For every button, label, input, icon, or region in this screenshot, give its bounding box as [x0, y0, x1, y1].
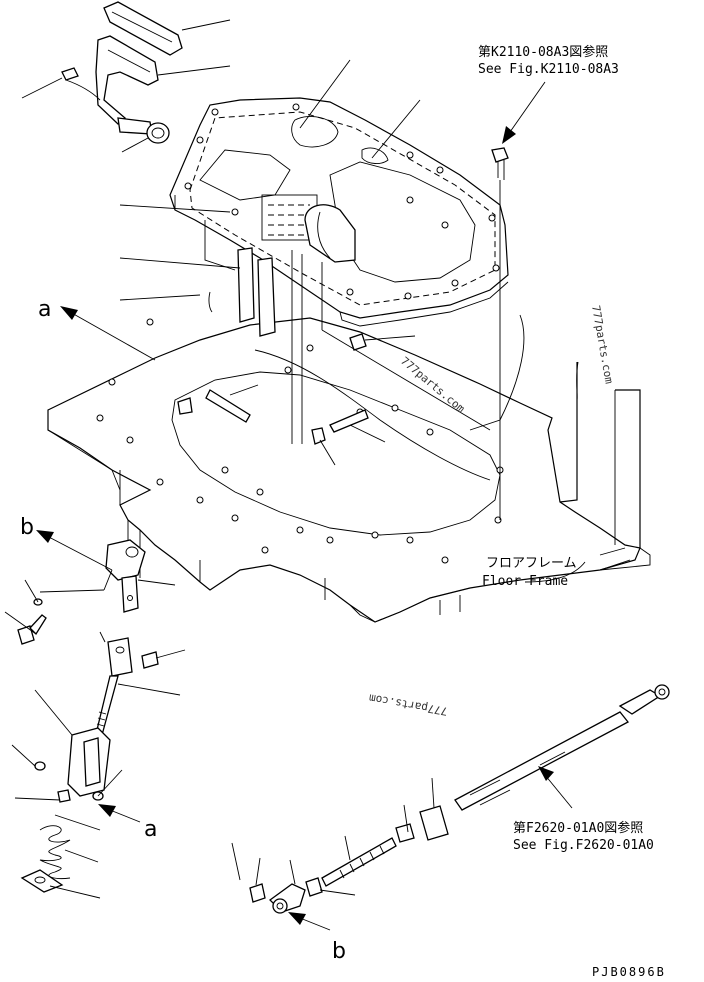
arrow-a-bottom-head — [98, 804, 116, 817]
arrow-ref-f2620-head — [538, 766, 554, 781]
ref-f2620-jp: 第F2620-01A0図参照 — [513, 820, 643, 836]
drawing-code: PJB0896B — [592, 965, 666, 979]
marker-a-bottom: a — [144, 817, 157, 842]
watermark-bottom: 777parts.com — [368, 691, 449, 718]
mounting-holes — [96, 318, 504, 564]
ref-k2110-en: See Fig.K2110-08A3 — [478, 62, 619, 77]
leader-lines — [4, 19, 626, 899]
arrow-ref-k2110-head — [502, 126, 516, 144]
cable-rod-assembly — [249, 684, 670, 914]
support-brackets — [204, 220, 323, 444]
watermark-right: 777parts.com — [589, 304, 616, 385]
marker-a-top: a — [38, 297, 51, 322]
floor-frame-label-jp: フロアフレーム — [486, 556, 577, 571]
ref-k2110-jp: 第K2110-08A3図参照 — [478, 44, 608, 60]
marker-b-top: b — [20, 515, 34, 540]
arrow-b-top-head — [36, 530, 54, 543]
pedal-assembly — [61, 1, 183, 144]
arrow-b-bottom-head — [288, 912, 306, 925]
top-cover-plate — [169, 97, 509, 327]
floor-frame-label-en: Floor Frame — [482, 574, 568, 589]
floor-hardware — [177, 329, 491, 481]
ref-f2620-en: See Fig.F2620-01A0 — [513, 838, 654, 853]
arrow-a-top-head — [60, 306, 78, 320]
lever-linkage — [17, 539, 159, 893]
cover-bolt — [491, 147, 509, 520]
reference-arrows — [36, 81, 586, 931]
marker-b-bottom: b — [332, 939, 346, 964]
